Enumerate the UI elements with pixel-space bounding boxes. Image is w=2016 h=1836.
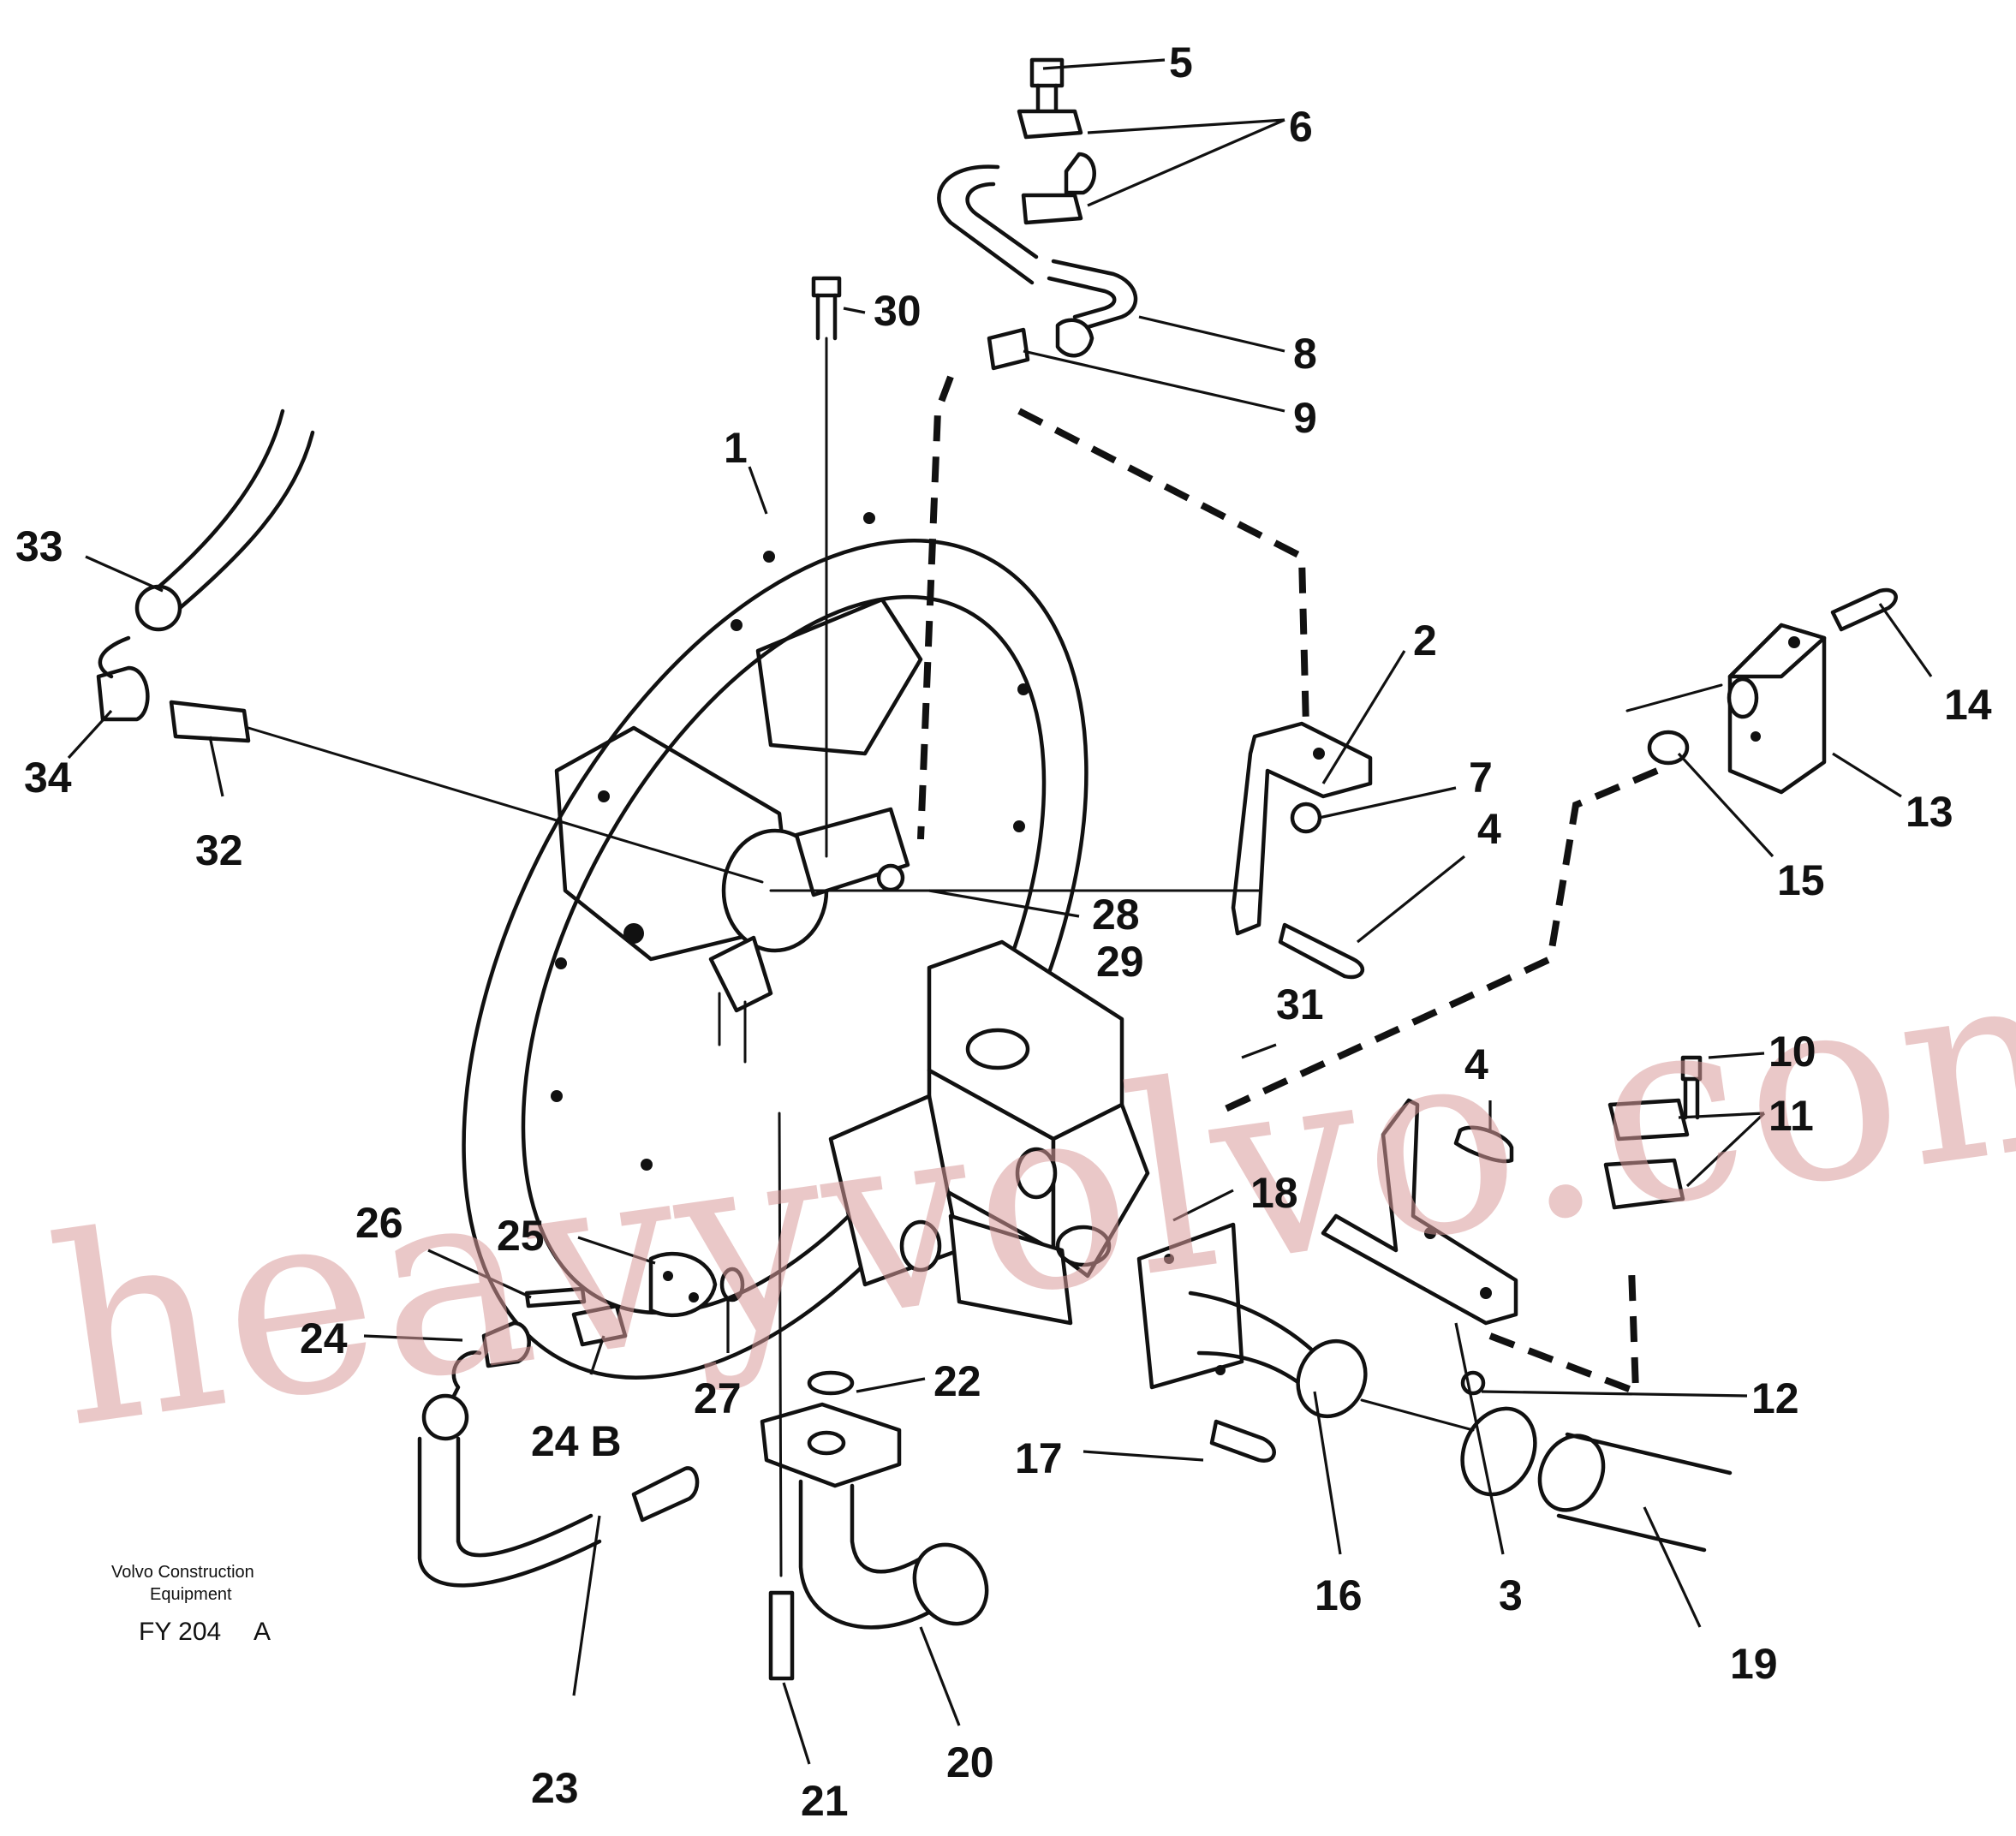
callout-33: 33	[15, 522, 63, 570]
callout-8: 8	[1293, 330, 1317, 378]
callout-28: 28	[1092, 891, 1140, 939]
hydraulic-pump-body	[708, 807, 1150, 1326]
callout-34: 34	[24, 754, 72, 802]
callout-24: 24	[300, 1314, 348, 1362]
bracket-3-assembly	[1321, 1055, 1703, 1397]
callout-11: 11	[1768, 1092, 1814, 1140]
bolt-30	[811, 276, 842, 858]
block-13-assembly	[1214, 587, 1898, 1117]
callout-3: 3	[1499, 1571, 1523, 1619]
callout-27: 27	[694, 1374, 742, 1422]
callout-15: 15	[1777, 856, 1825, 904]
callout-31: 31	[1276, 981, 1324, 1028]
callout-13: 13	[1906, 788, 1953, 836]
callout-25: 25	[497, 1212, 545, 1260]
top-pipe-assembly	[917, 57, 1309, 840]
inlet-pipe-assembly	[760, 1112, 989, 1681]
drain-pipe-assembly	[417, 1251, 745, 1588]
callout-5: 5	[1169, 39, 1193, 86]
hose-33-assembly	[96, 408, 764, 884]
callout-12: 12	[1751, 1374, 1799, 1422]
callout-4-second: 4	[1464, 1040, 1488, 1088]
callout-10: 10	[1768, 1028, 1816, 1076]
callout-7: 7	[1469, 754, 1493, 802]
callout-9: 9	[1293, 394, 1317, 442]
callout-1: 1	[724, 424, 748, 472]
callout-22: 22	[933, 1357, 981, 1405]
callout-2: 2	[1413, 617, 1437, 665]
callout-14: 14	[1944, 681, 1992, 729]
caption-line-2: Equipment	[150, 1585, 232, 1604]
drawing-caption: Volvo Construction Equipment FY 204 A	[111, 1563, 271, 1646]
callout-4: 4	[1477, 805, 1501, 853]
callout-23: 23	[531, 1764, 579, 1812]
callout-19: 19	[1730, 1640, 1778, 1688]
outlet-hose-assembly	[1055, 1222, 1733, 1553]
callout-24b: 24 B	[531, 1417, 622, 1465]
callout-16: 16	[1315, 1571, 1363, 1619]
callout-labels: 1 2 3 4 4 5 6 7 8 9 10 11 12 13 14 15 16…	[15, 39, 1992, 1825]
callout-6: 6	[1289, 103, 1313, 151]
callout-30: 30	[874, 287, 922, 335]
callout-29: 29	[1096, 938, 1144, 986]
callout-26: 26	[355, 1199, 403, 1247]
callout-18: 18	[1250, 1169, 1298, 1217]
callout-20: 20	[946, 1738, 994, 1786]
drawing-revision: A	[253, 1618, 271, 1646]
callout-21: 21	[801, 1777, 849, 1825]
callout-32: 32	[195, 826, 243, 874]
leader-lines	[67, 58, 1933, 1765]
caption-line-1: Volvo Construction	[111, 1563, 254, 1582]
callout-17: 17	[1015, 1434, 1063, 1482]
drawing-code: FY 204	[139, 1618, 221, 1646]
